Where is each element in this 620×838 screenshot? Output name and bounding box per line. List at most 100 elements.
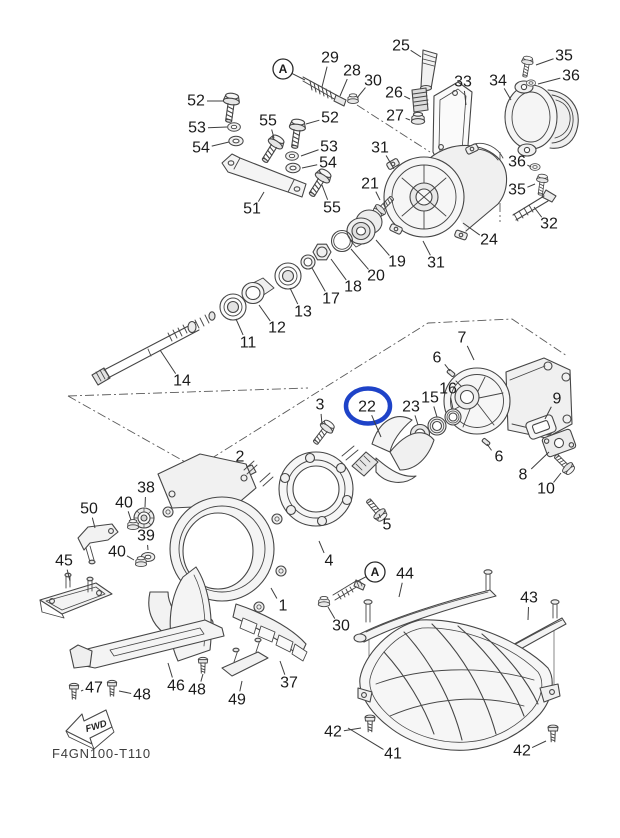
part-number: 3: [316, 397, 325, 414]
part-label-47[interactable]: 47: [80, 680, 103, 697]
part-label-28[interactable]: 28: [339, 63, 361, 97]
part-label-36[interactable]: 36: [537, 68, 580, 85]
part-label-32[interactable]: 32: [533, 206, 558, 233]
part-number: 46: [167, 678, 185, 695]
part-label-4[interactable]: 4: [318, 540, 334, 570]
part-label-27[interactable]: 27: [386, 108, 411, 125]
part-number: 44: [396, 566, 414, 583]
part-number: 4: [325, 553, 334, 570]
part-stud-25: [419, 49, 438, 92]
leader-line: [347, 727, 384, 750]
part-bearing-housing-24: [383, 142, 508, 241]
part-washer-54b: [285, 162, 301, 174]
part-label-29[interactable]: 29: [321, 50, 339, 88]
fwd-arrow: [65, 709, 115, 750]
part-label-33[interactable]: 33: [454, 74, 472, 106]
part-number: 40: [108, 544, 126, 561]
part-label-55[interactable]: 55: [259, 113, 277, 139]
part-number: 33: [454, 74, 472, 91]
part-label-42[interactable]: 42: [324, 724, 362, 741]
part-label-11[interactable]: 11: [235, 318, 256, 352]
part-label-18[interactable]: 18: [330, 258, 362, 296]
part-number: 29: [321, 50, 339, 67]
part-number: 35: [508, 182, 526, 199]
part-label-24[interactable]: 24: [462, 222, 498, 249]
part-label-20[interactable]: 20: [350, 248, 385, 285]
part-label-30[interactable]: 30: [327, 606, 350, 635]
part-label-5[interactable]: 5: [378, 513, 392, 534]
part-label-35[interactable]: 35: [535, 48, 573, 66]
part-label-42[interactable]: 42: [513, 740, 547, 760]
part-label-35[interactable]: 35: [508, 182, 536, 199]
part-label-52[interactable]: 52: [305, 110, 339, 127]
part-label-12[interactable]: 12: [258, 304, 286, 337]
part-label-21[interactable]: 21: [361, 176, 381, 201]
part-label-13[interactable]: 13: [289, 287, 312, 321]
part-label-7[interactable]: 7: [458, 330, 475, 361]
part-label-30[interactable]: 30: [356, 73, 382, 99]
part-label-6[interactable]: 6: [433, 350, 451, 372]
part-label-9[interactable]: 9: [544, 391, 562, 420]
part-bolt-52a: [219, 91, 241, 124]
leader-line: [320, 413, 323, 426]
part-label-36[interactable]: 36: [508, 154, 532, 171]
part-label-8[interactable]: 8: [519, 451, 550, 484]
part-label-41[interactable]: 41: [347, 727, 402, 763]
part-label-3[interactable]: 3: [316, 397, 325, 426]
part-label-54[interactable]: 54: [301, 155, 337, 172]
part-label-51[interactable]: 51: [243, 191, 265, 218]
part-number: 31: [427, 255, 445, 272]
leader-line: [318, 540, 325, 554]
part-washer-36a: [526, 79, 536, 87]
part-label-52[interactable]: 52: [187, 93, 224, 110]
part-number: 14: [173, 373, 191, 390]
part-label-17[interactable]: 17: [311, 267, 340, 308]
part-label-43[interactable]: 43: [520, 590, 538, 621]
part-label-46[interactable]: 46: [167, 662, 185, 695]
part-label-31[interactable]: 31: [371, 140, 395, 170]
part-label-39[interactable]: 39: [137, 528, 155, 551]
part-number: 22: [358, 399, 376, 416]
part-screw-47: [68, 682, 80, 700]
part-label-1[interactable]: 1: [270, 587, 288, 615]
part-number: 41: [384, 746, 402, 763]
part-number: 54: [192, 140, 210, 157]
part-label-40[interactable]: 40: [115, 495, 133, 521]
part-grate-41: [357, 619, 561, 751]
part-label-38[interactable]: 38: [137, 480, 155, 508]
part-label-44[interactable]: 44: [396, 566, 414, 598]
part-label-40[interactable]: 40: [108, 544, 135, 561]
part-label-23[interactable]: 23: [402, 399, 420, 426]
part-nut-30b: [317, 595, 331, 608]
part-washer-15: [427, 416, 447, 436]
part-label-10[interactable]: 10: [537, 472, 562, 498]
part-label-19[interactable]: 19: [375, 239, 406, 271]
part-label-22[interactable]: 22: [358, 399, 382, 438]
part-label-15[interactable]: 15: [421, 390, 439, 418]
part-number: 43: [520, 590, 538, 607]
part-label-14[interactable]: 14: [159, 349, 191, 390]
part-label-6[interactable]: 6: [486, 443, 504, 466]
part-label-16[interactable]: 16: [439, 381, 457, 410]
part-label-37[interactable]: 37: [279, 660, 298, 692]
part-label-34[interactable]: 34: [489, 73, 512, 101]
part-label-26[interactable]: 26: [385, 85, 411, 102]
leader-line: [356, 87, 366, 99]
part-label-49[interactable]: 49: [228, 680, 246, 709]
part-label-48[interactable]: 48: [118, 687, 151, 704]
part-label-2[interactable]: 2: [236, 449, 248, 468]
part-bolt-52b: [285, 117, 307, 150]
part-label-55[interactable]: 55: [321, 184, 341, 217]
part-label-31[interactable]: 31: [422, 240, 445, 272]
leader-line: [167, 662, 173, 678]
part-label-48[interactable]: 48: [188, 673, 206, 699]
part-label-45[interactable]: 45: [55, 553, 73, 582]
part-label-53[interactable]: 53: [188, 120, 228, 137]
part-number: 8: [519, 467, 528, 484]
leader-line: [463, 90, 467, 106]
part-label-54[interactable]: 54: [192, 140, 230, 157]
part-label-25[interactable]: 25: [392, 38, 422, 58]
part-label-53[interactable]: 53: [300, 139, 338, 157]
part-label-50[interactable]: 50: [80, 501, 98, 529]
